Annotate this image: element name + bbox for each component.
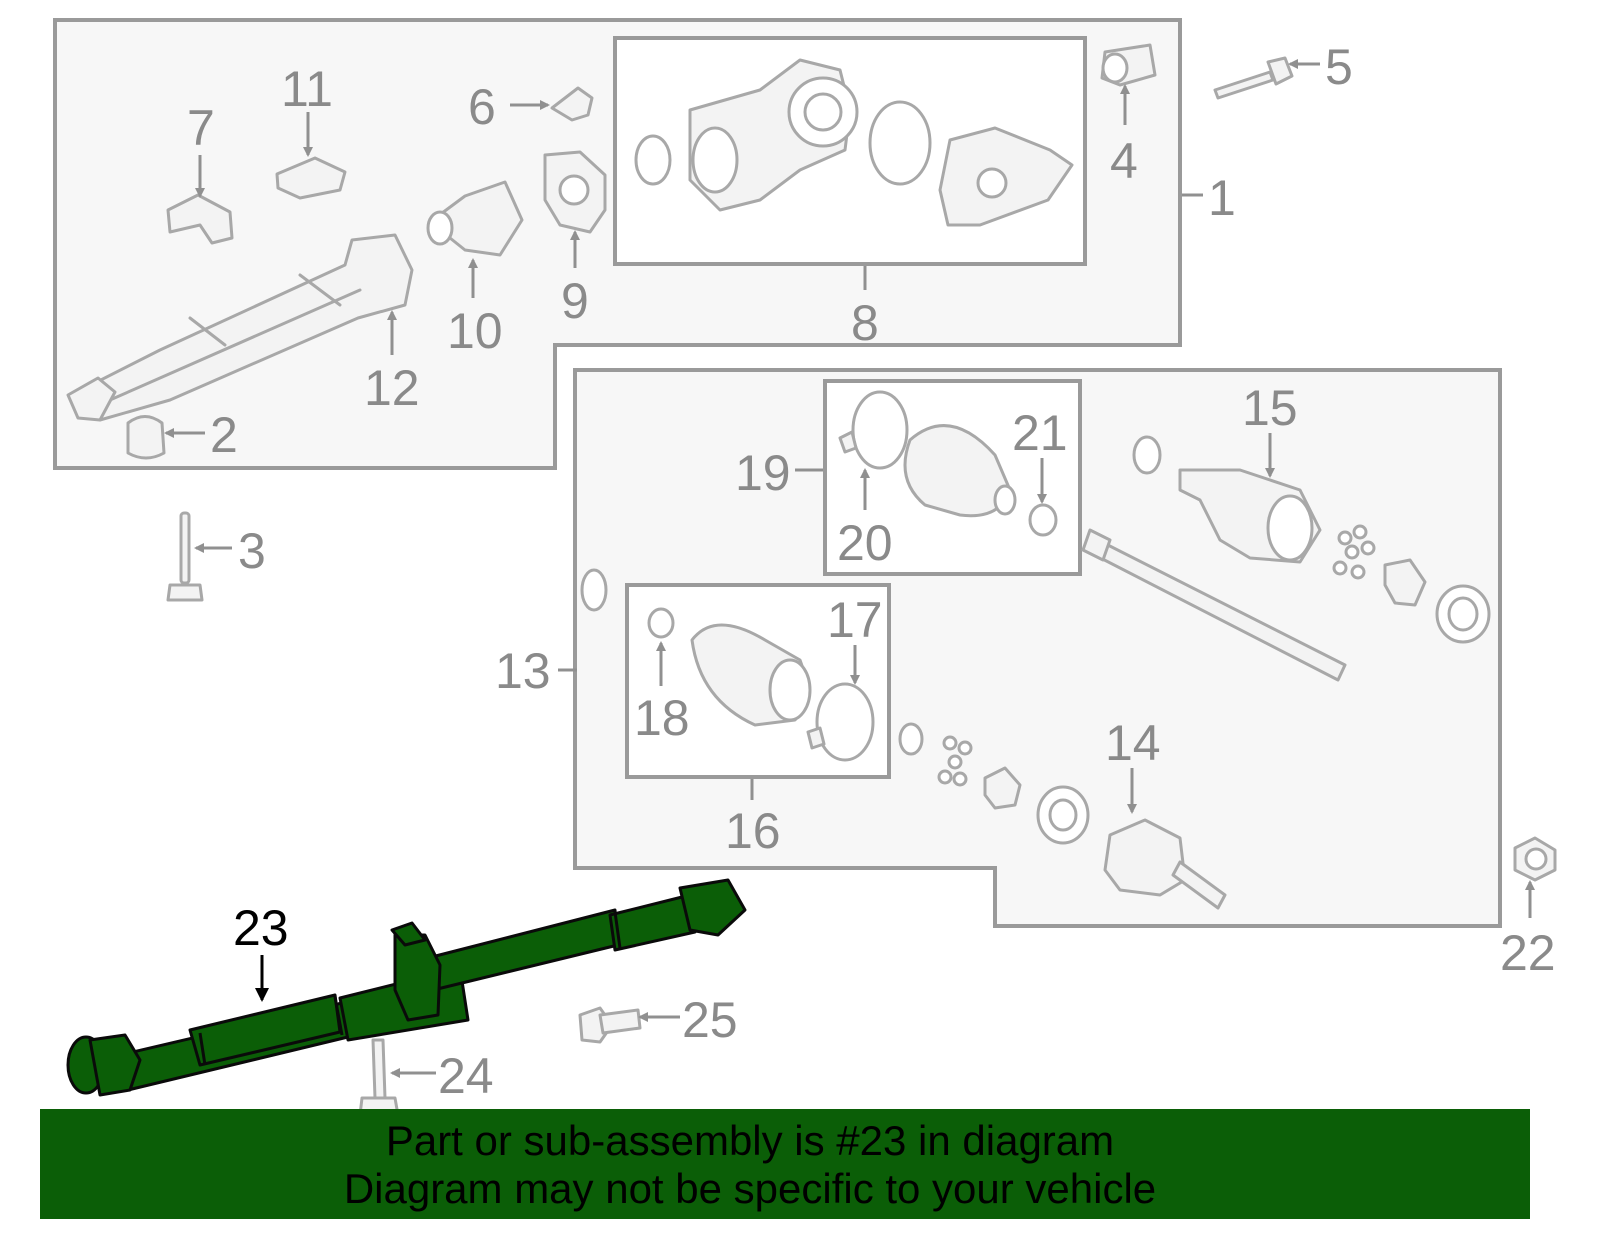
bolt-part-24[interactable] [358, 1038, 400, 1117]
banner-line-2: Diagram may not be specific to your vehi… [343, 1165, 1157, 1212]
callout-20: 20 [837, 515, 893, 571]
callout-22: 22 [1500, 925, 1556, 981]
boot-part-19[interactable] [903, 424, 1017, 518]
cv-joint-part-15[interactable] [1132, 435, 1491, 644]
callout-14: 14 [1105, 715, 1161, 771]
callout-10: 10 [447, 303, 503, 359]
half-shaft-part[interactable] [1081, 528, 1347, 682]
callout-4: 4 [1110, 133, 1138, 189]
clamp-part-21[interactable] [1028, 503, 1058, 537]
callout-13: 13 [495, 643, 551, 699]
bushing-part-2[interactable] [126, 415, 166, 460]
clip-part-6[interactable] [550, 86, 594, 122]
callout-24: 24 [438, 1048, 494, 1104]
seal-part-10[interactable] [426, 180, 524, 257]
callout-25: 25 [682, 992, 738, 1048]
callout-3: 3 [238, 523, 266, 579]
snap-ring-part[interactable] [580, 568, 608, 612]
pad-part-11[interactable] [275, 156, 347, 200]
clamp-part-18[interactable] [647, 607, 675, 639]
cv-joint-part-14[interactable] [898, 722, 1227, 910]
nut-part-22[interactable] [1513, 836, 1557, 882]
boot-part-16[interactable] [690, 623, 812, 727]
callout-5: 5 [1325, 39, 1353, 95]
callout-12: 12 [364, 360, 420, 416]
bolt-part-3[interactable] [166, 511, 204, 602]
callout-8: 8 [851, 295, 879, 351]
callout-1: 1 [1208, 170, 1236, 226]
clamp-part-20[interactable] [838, 390, 909, 470]
differential-carrier-part[interactable] [634, 58, 1074, 227]
callout-18: 18 [634, 690, 690, 746]
banner-line-1: Part or sub-assembly is #23 in diagram [385, 1117, 1115, 1164]
callout-15: 15 [1242, 380, 1298, 436]
callout-2: 2 [210, 407, 238, 463]
propeller-shaft-part-23[interactable] [66, 878, 747, 1097]
callout-6: 6 [468, 79, 496, 135]
callout-7: 7 [187, 100, 215, 156]
part-notice-banner: Part or sub-assembly is #23 in diagram D… [40, 1109, 1530, 1219]
axle-housing-part-12[interactable] [66, 233, 414, 422]
callout-9: 9 [561, 273, 589, 329]
clamp-part-17[interactable] [806, 682, 875, 762]
bolt-part-5[interactable] [1213, 56, 1294, 100]
callout-19: 19 [735, 445, 791, 501]
callout-17: 17 [827, 592, 883, 648]
callout-16: 16 [725, 803, 781, 859]
bolt-part-25[interactable] [578, 1006, 642, 1044]
callout-11: 11 [281, 61, 333, 117]
callout-23: 23 [233, 900, 289, 956]
callout-21: 21 [1012, 405, 1068, 461]
bushing-part-4[interactable] [1100, 43, 1157, 87]
